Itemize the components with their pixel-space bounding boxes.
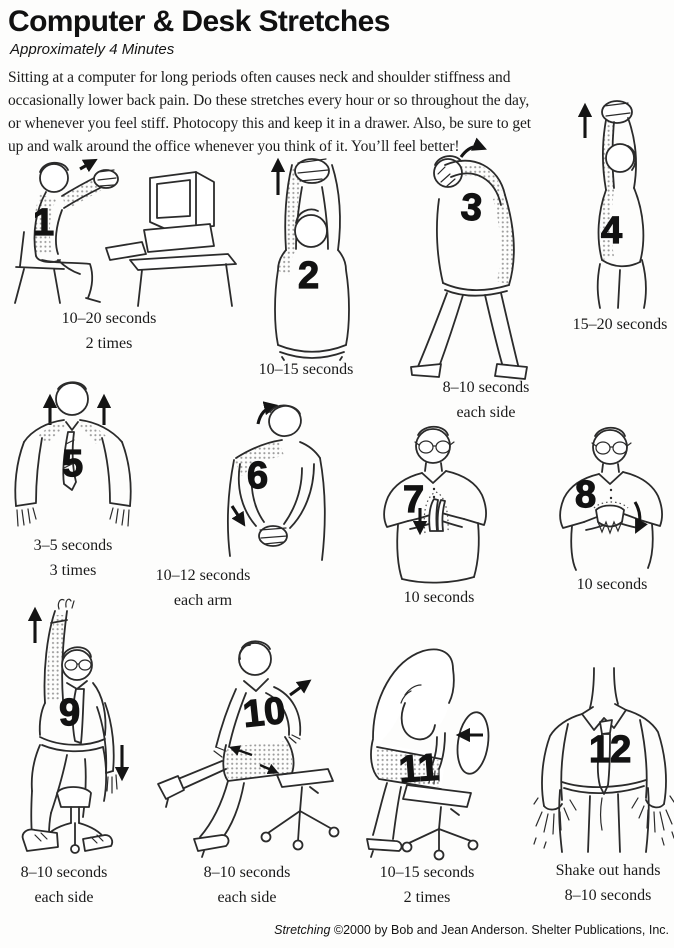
intro-paragraph: Sitting at a computer for long periods o… — [8, 66, 531, 158]
glasses-icon — [591, 441, 632, 455]
stretch-number-2: 2 — [297, 255, 320, 297]
small-left-arrow-icon — [228, 745, 253, 757]
stretch-illustration-1 — [2, 148, 237, 308]
stretch-illustration-7 — [368, 413, 510, 585]
stretch-number-8: 8 — [574, 474, 597, 516]
stretch-illustration-4 — [556, 92, 674, 310]
stretch-illustration-5 — [6, 378, 144, 533]
intro-line: occasionally lower back pain. Do these s… — [8, 92, 530, 109]
page-title: Computer & Desk Stretches — [8, 5, 390, 38]
stretch-number-11: 11 — [397, 746, 441, 792]
copyright-footer: Stretching ©2000 by Bob and Jean Anderso… — [274, 923, 669, 937]
stretch-illustration-8 — [540, 418, 674, 572]
caption-stretch-4: 15–20 seconds — [572, 316, 668, 333]
intro-line: up and walk around the office whenever y… — [8, 138, 460, 155]
stretch-number-10: 10 — [240, 689, 288, 737]
stretch-number-5: 5 — [61, 443, 84, 485]
up-right-arrow-icon — [79, 158, 98, 173]
page-subtitle: Approximately 4 Minutes — [10, 41, 175, 58]
curved-arrow-icon — [256, 401, 279, 425]
stretch-number-7: 7 — [402, 479, 425, 521]
glasses-icon — [414, 440, 455, 454]
intro-line: or whenever you feel stiff. Photocopy th… — [8, 115, 531, 132]
caption-stretch-7: 10 seconds — [403, 589, 475, 606]
stretch-number-3: 3 — [459, 186, 485, 231]
stretch-illustration-2 — [250, 145, 355, 361]
credit-text: ©2000 by Bob and Jean Anderson. Shelter … — [330, 923, 669, 937]
down-arrow-icon — [633, 501, 648, 534]
curved-arrow-icon — [459, 137, 487, 158]
stretch-illustration-12 — [533, 658, 674, 854]
down-arrow-icon — [230, 505, 246, 527]
small-right-arrow-icon — [259, 763, 280, 774]
stretch-illustration-10 — [152, 633, 340, 858]
glasses-icon — [64, 659, 92, 671]
intro-line: Sitting at a computer for long periods o… — [8, 69, 511, 86]
stretch-number-6: 6 — [246, 455, 269, 497]
caption-stretch-2: 10–15 seconds — [258, 361, 354, 378]
shake-lines-icon — [533, 795, 674, 849]
work-title: Stretching — [274, 923, 331, 937]
stretch-illustration-11 — [353, 643, 503, 861]
stretch-number-4: 4 — [600, 210, 623, 252]
stretch-illustration-6 — [198, 396, 330, 562]
up-right-arrow-icon — [289, 679, 312, 697]
stretch-illustration-9 — [5, 595, 150, 858]
stretch-illustration-3 — [395, 133, 540, 381]
caption-stretch-8: 10 seconds — [576, 576, 648, 593]
stretch-number-9: 9 — [58, 692, 81, 734]
stretch-number-1: 1 — [32, 202, 55, 244]
stretch-number-12: 12 — [588, 729, 632, 771]
